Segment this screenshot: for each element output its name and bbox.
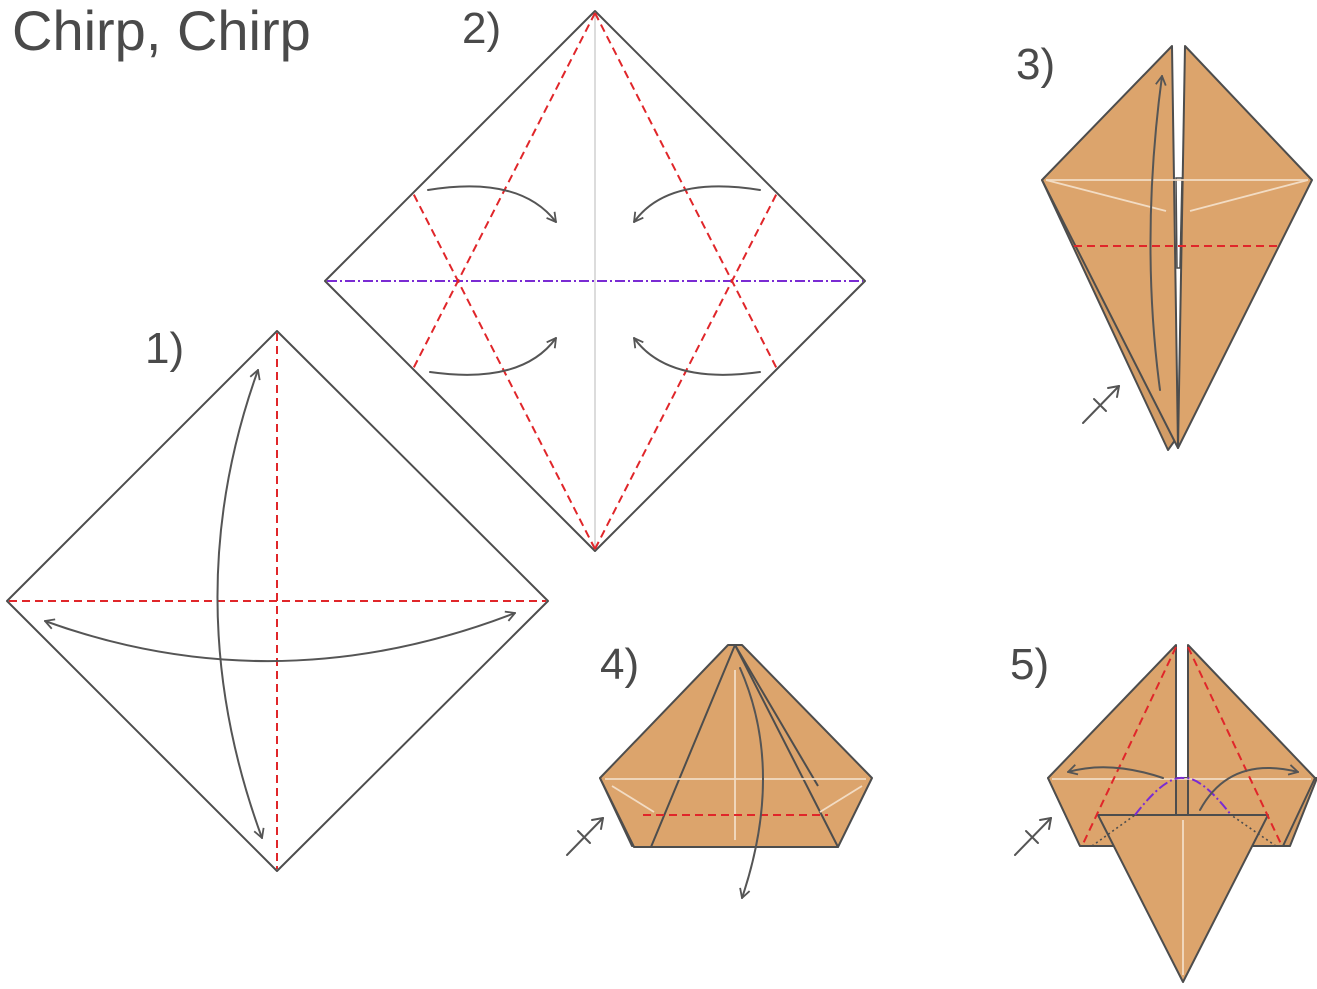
mountain-fold <box>1134 776 1232 816</box>
fold-arrow-icon <box>429 337 557 376</box>
fold-arrow-icon <box>739 667 764 899</box>
step-3-label: 3) <box>1016 40 1056 89</box>
center-flap <box>650 644 839 848</box>
step-1-label: 1) <box>145 324 185 373</box>
step-1-diagram <box>6 330 549 872</box>
fold-arrow-icon <box>44 610 516 663</box>
crease <box>819 785 863 813</box>
step-3-diagram <box>1041 45 1313 451</box>
left-flap <box>1041 45 1179 449</box>
flap-edge <box>734 644 819 787</box>
step-4-label: 4) <box>600 640 640 689</box>
square-paper <box>324 10 866 552</box>
fold-arrow-icon <box>427 185 557 223</box>
square-paper <box>6 330 549 872</box>
flip-over-icon <box>566 817 604 856</box>
crease <box>1189 179 1309 212</box>
step-5-label: 5) <box>1010 640 1050 689</box>
valley-fold-right-upper <box>594 12 779 372</box>
fold-arrow-icon <box>633 185 761 223</box>
valley-fold-left-upper <box>411 12 596 372</box>
fold-arrow-icon <box>633 337 761 376</box>
fold-arrow-icon <box>1067 764 1164 779</box>
fold-arrow-icon <box>216 369 265 839</box>
step-4-diagram <box>566 644 873 899</box>
hidden-edge <box>1091 814 1136 847</box>
step-2-diagram <box>324 10 866 552</box>
fold-arrow-icon <box>1149 75 1167 391</box>
fold-arrow-icon <box>1199 764 1299 811</box>
step-2-label: 2) <box>462 4 502 53</box>
flip-over-icon <box>1082 385 1120 424</box>
valley-fold-right <box>1187 646 1283 847</box>
crease <box>611 785 655 813</box>
valley-fold-left <box>1081 646 1177 847</box>
hidden-edge <box>1230 814 1277 847</box>
page-title: Chirp, Chirp <box>12 0 311 62</box>
flip-over-icon <box>1014 817 1052 856</box>
step-5-diagram <box>1014 644 1317 983</box>
crease <box>1045 179 1167 212</box>
